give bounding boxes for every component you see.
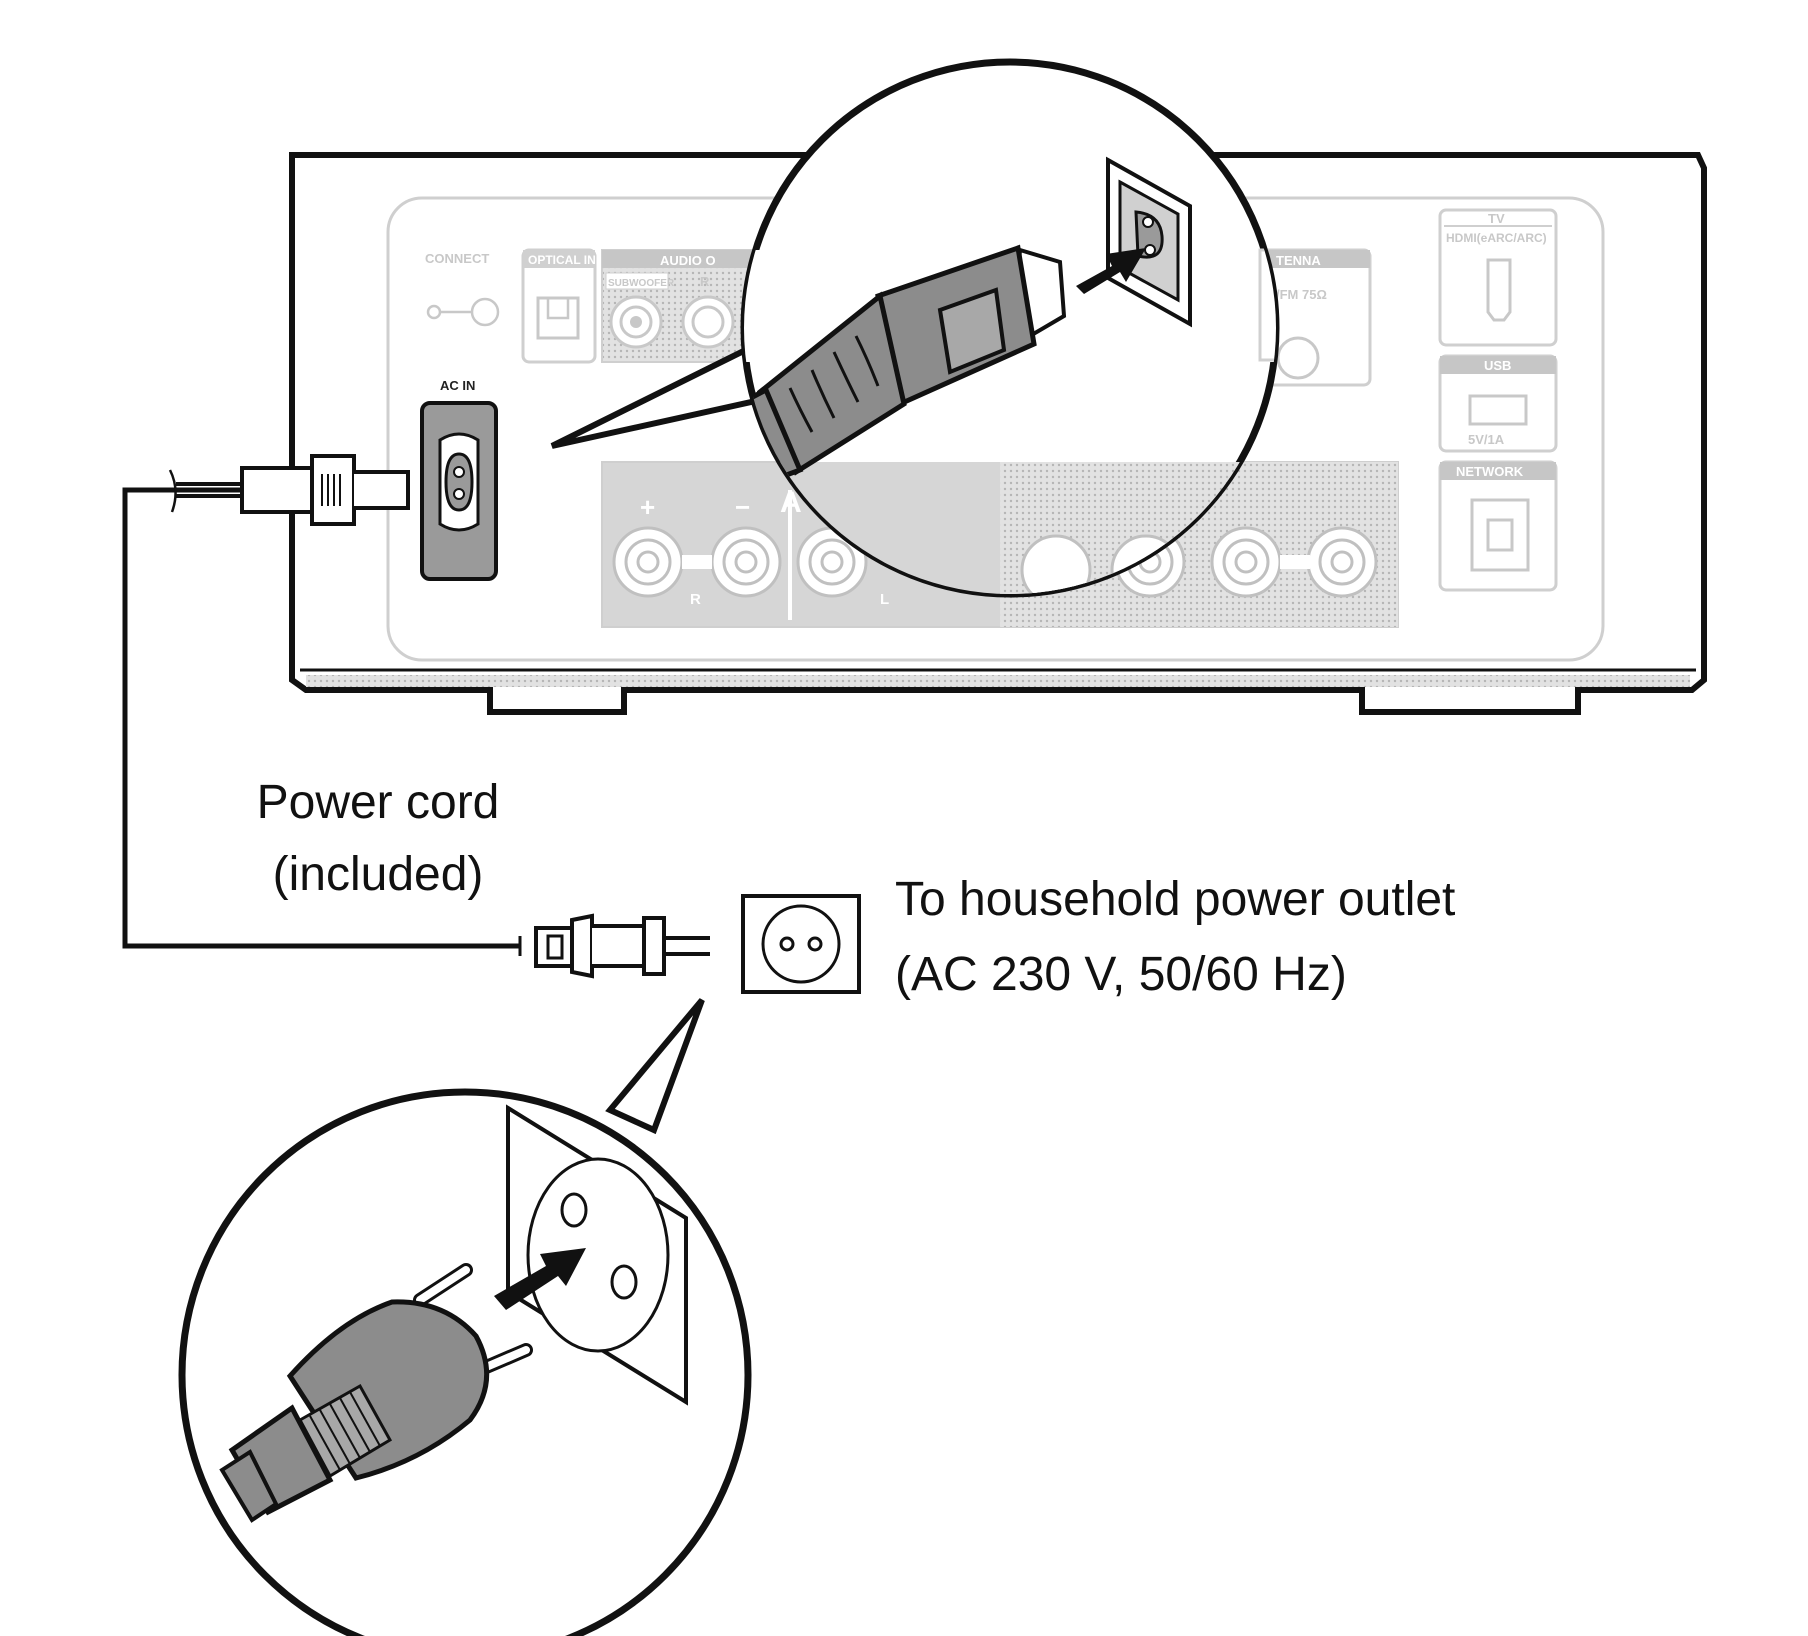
- antenna-jack: [1276, 336, 1320, 380]
- network-label: NETWORK: [1456, 464, 1524, 479]
- hdmi-label: HDMI(eARC/ARC): [1446, 231, 1547, 245]
- connect-button-icon: [426, 297, 500, 327]
- tv-label: TV: [1488, 211, 1505, 226]
- network-port: [1470, 498, 1530, 572]
- speaker-plus-label: +: [640, 492, 655, 522]
- power-cord-included-label: (included): [273, 848, 484, 901]
- hdmi-block: [1438, 208, 1558, 347]
- audio-out-r-jack: [681, 295, 735, 349]
- outlet-zoom-callout: [178, 998, 752, 1636]
- iec-connector-icon: [240, 454, 410, 526]
- subwoofer-jack: [609, 295, 663, 349]
- euro-plug-zoomed: [219, 1263, 533, 1523]
- usb-label: USB: [1484, 358, 1511, 373]
- iec-plug-zoomed: [744, 244, 1067, 494]
- ac-in-socket-zoomed: [1106, 156, 1192, 328]
- ac-in-label: AC IN: [440, 378, 475, 393]
- connect-label: CONNECT: [425, 251, 489, 266]
- insert-arrow-icon: [494, 1248, 586, 1310]
- audio-r-label: R: [700, 274, 710, 289]
- subwoofer-label: SUBWOOFER: [608, 278, 675, 289]
- channel-l-label: L: [880, 591, 889, 608]
- wall-outlet-zoomed: [506, 1104, 688, 1406]
- channel-r-label: R: [690, 591, 701, 608]
- audio-out-label: AUDIO O: [660, 253, 716, 268]
- speaker-a-label: A: [780, 486, 802, 519]
- insert-arrow-icon: [1076, 248, 1146, 294]
- wall-plug-icon: [518, 913, 710, 979]
- power-cord-label: Power cord: [257, 776, 500, 829]
- antenna-label: TENNA: [1276, 253, 1321, 268]
- power-cord: [122, 469, 520, 949]
- optical-in-label: OPTICAL IN: [528, 253, 596, 267]
- hdmi-port: [1486, 258, 1512, 322]
- usb-port: [1468, 394, 1528, 426]
- ac-in-socket: [420, 401, 498, 581]
- outlet-label: To household power outlet: [895, 873, 1455, 926]
- speaker-minus-label: −: [735, 492, 750, 522]
- outlet-rating-label: (AC 230 V, 50/60 Hz): [895, 948, 1347, 1001]
- wall-outlet-icon: [741, 894, 861, 994]
- antenna-spec-label: /FM 75Ω: [1276, 287, 1327, 302]
- receiver-rear-panel: CONNECT OPTICAL IN AUDIO O SUBWOOFER R: [289, 152, 1707, 715]
- usb-spec-label: 5V/1A: [1468, 432, 1505, 447]
